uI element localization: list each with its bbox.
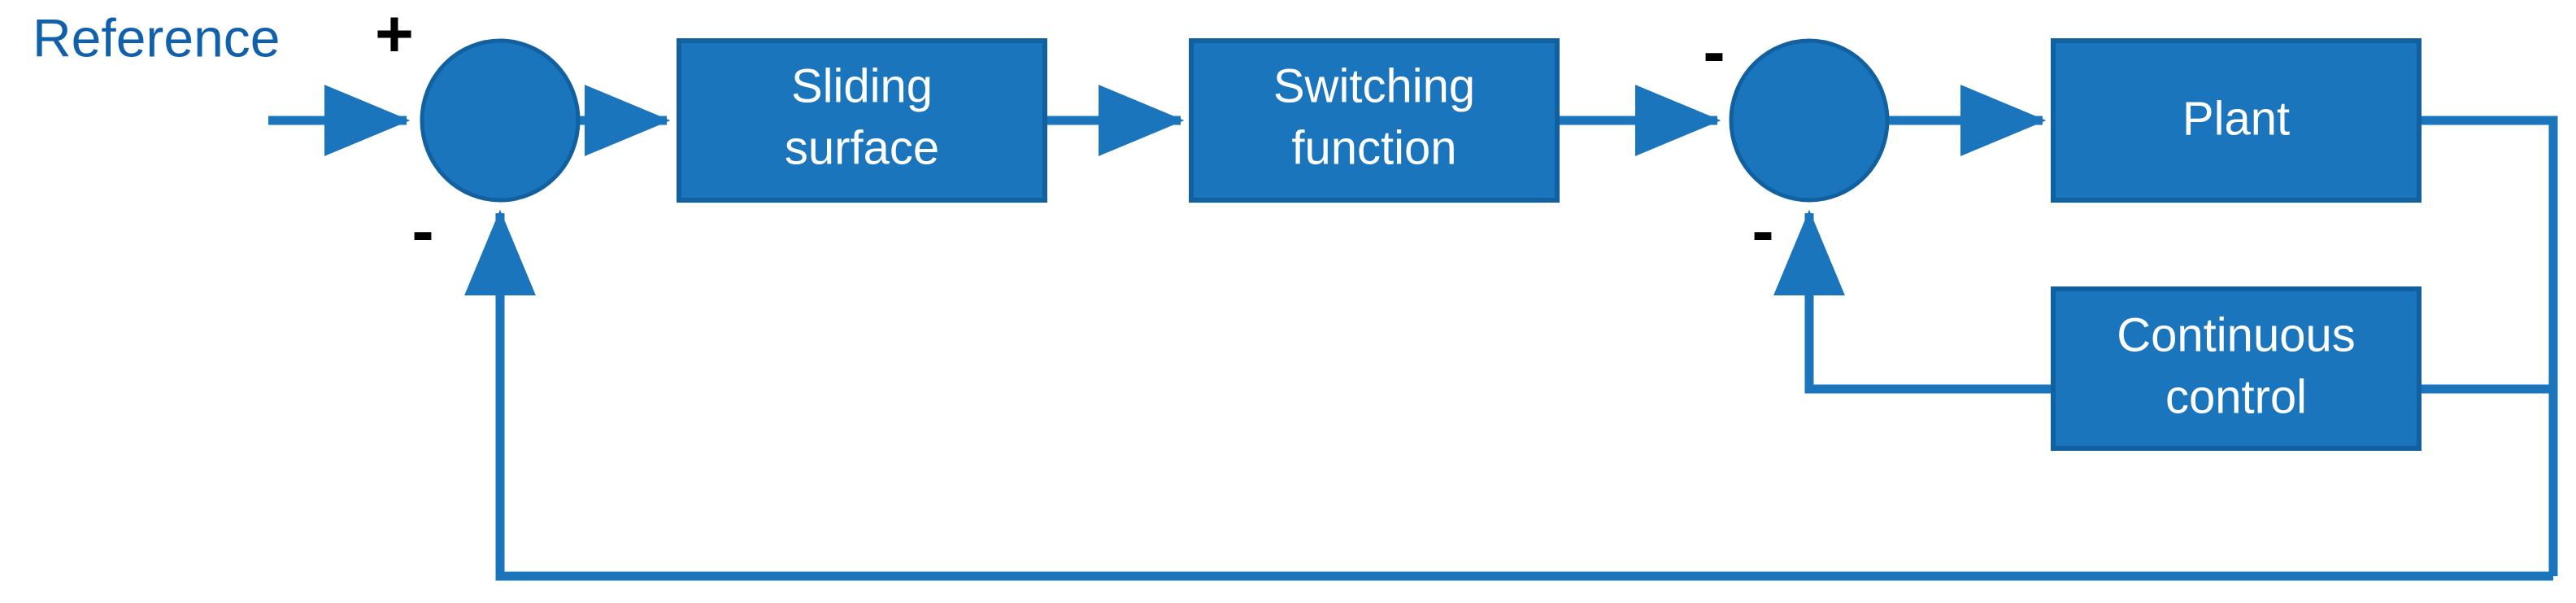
- sliding-surface-rect[interactable]: [677, 38, 1047, 203]
- switching-function-label-line1: Switching: [1273, 59, 1475, 112]
- signal-lines: [268, 85, 2558, 581]
- line-plant-output-bus: [2419, 116, 2558, 389]
- block-sliding-surface[interactable]: Sliding surface: [677, 38, 1047, 203]
- sliding-surface-label-line1: Sliding: [791, 59, 933, 112]
- plant-rect[interactable]: [2051, 38, 2422, 203]
- plant-label-line1: Plant: [2182, 92, 2290, 145]
- block-plant[interactable]: Plant: [2051, 38, 2422, 203]
- second-summing-junction-minus-sign-bottom: -: [1751, 194, 1773, 269]
- block-switching-function[interactable]: Switching function: [1189, 38, 1560, 203]
- first-summing-junction-plus-sign: +: [375, 0, 414, 72]
- second-summing-junction-circle[interactable]: [1729, 38, 1890, 203]
- block-continuous-control[interactable]: Continuous control: [2051, 286, 2422, 451]
- switching-function-label-line2: function: [1291, 121, 1456, 174]
- continuous-control-label-line1: Continuous: [2117, 308, 2355, 361]
- reference-input-label: Reference: [33, 7, 281, 68]
- first-summing-junction-circle[interactable]: [420, 38, 581, 203]
- first-summing-junction[interactable]: [420, 38, 581, 203]
- switching-function-rect[interactable]: [1189, 38, 1560, 203]
- line-inner-feedback: [1773, 209, 2053, 394]
- first-summing-junction-minus-sign: -: [411, 194, 433, 269]
- continuous-control-rect[interactable]: [2051, 286, 2422, 451]
- second-summing-junction[interactable]: [1729, 38, 1890, 203]
- line-outer-feedback: [464, 209, 2553, 581]
- continuous-control-label-line2: control: [2165, 370, 2307, 423]
- sliding-surface-label-line2: surface: [785, 121, 939, 174]
- second-summing-junction-minus-sign-top: -: [1703, 15, 1725, 90]
